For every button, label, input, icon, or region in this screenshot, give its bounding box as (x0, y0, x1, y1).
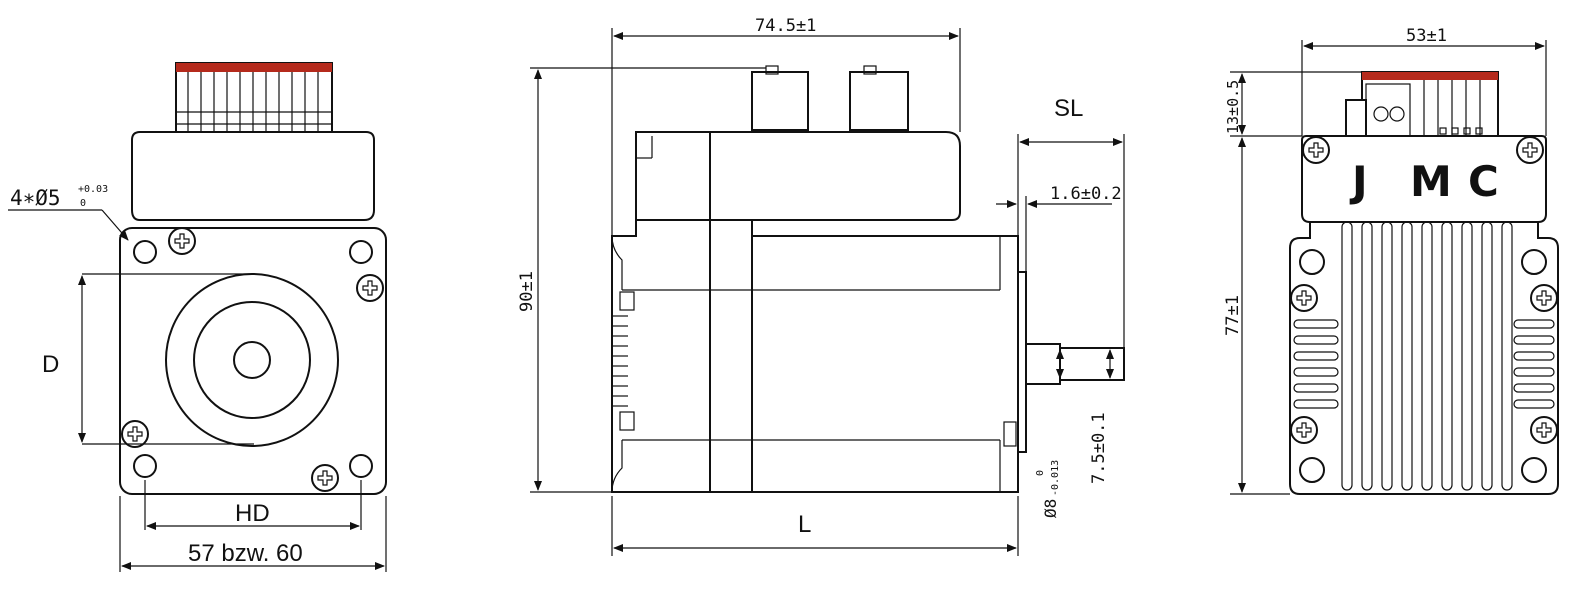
dim-flange: 1.6±0.2 (1050, 184, 1122, 204)
side-shaft (1059, 347, 1125, 381)
mount-hole (349, 454, 373, 478)
mount-hole (133, 454, 157, 478)
label-width: 57 bzw. 60 (188, 540, 303, 567)
back-connector-red-strip (1362, 72, 1498, 80)
back-dim-width: 53±1 (1406, 26, 1447, 46)
screw-icon (1530, 284, 1558, 312)
dim-length-top: 74.5±1 (755, 16, 816, 36)
mount-hole (133, 240, 157, 264)
back-dim-connector: 13±0.5 (1224, 80, 1242, 134)
screw-icon (1530, 416, 1558, 444)
screw-icon (168, 227, 196, 255)
heatsink-fins (1293, 221, 1555, 491)
dim-flat: 7.5±0.1 (1089, 412, 1109, 484)
front-flange (119, 227, 387, 495)
dim-shaft-tol-lower: -0.013 (1050, 460, 1061, 496)
screw-icon (1290, 416, 1318, 444)
side-shaft-base (1025, 343, 1061, 385)
label-hd: HD (235, 500, 270, 527)
side-view: 74.5±1 90±1 SL 1.6±0.2 7.5±0.1 Ø8 0 -0.0… (517, 16, 1125, 556)
screw-icon (1290, 284, 1318, 312)
screw-icon (1302, 136, 1330, 164)
hole-spec-tol-upper: +0.03 (78, 184, 108, 195)
back-dim-height: 77±1 (1223, 295, 1243, 336)
screw-icon (121, 420, 149, 448)
logo-letter-c: C (1468, 157, 1499, 206)
mount-hole (1299, 457, 1325, 483)
hole-spec-tol-lower: 0 (80, 198, 86, 209)
front-connector (175, 62, 333, 138)
back-connector (1361, 71, 1499, 139)
side-flange-plate (1017, 271, 1027, 453)
back-heatsink-body (1289, 221, 1559, 495)
front-shaft (233, 341, 271, 379)
label-l: L (798, 511, 811, 538)
screw-icon (1516, 136, 1544, 164)
front-driver-housing (131, 131, 375, 221)
mount-hole (1521, 457, 1547, 483)
mount-hole (349, 240, 373, 264)
back-driver-housing (1301, 135, 1547, 223)
front-pilot-inner (193, 301, 311, 419)
side-connector-1 (751, 71, 809, 131)
back-view: J M C (1223, 26, 1559, 495)
label-d: D (42, 351, 59, 378)
hole-spec-main: 4∗Ø5 (10, 186, 61, 210)
screw-icon (311, 464, 339, 492)
mount-hole (1299, 249, 1325, 275)
screw-icon (356, 274, 384, 302)
mount-hole (1521, 249, 1547, 275)
dim-height: 90±1 (517, 271, 537, 312)
label-sl: SL (1054, 95, 1083, 122)
side-driver-housing (635, 131, 961, 237)
dim-shaft-tol-upper: 0 (1035, 470, 1046, 476)
front-view: 4∗Ø5 +0.03 0 D HD 57 bzw. 60 (8, 62, 387, 572)
side-motor-body (611, 219, 1019, 493)
logo-letter-j: J (1349, 157, 1368, 206)
dim-shaft-main: Ø8 (1041, 499, 1060, 518)
side-connector-2 (849, 71, 909, 131)
connector-red-strip (176, 63, 332, 72)
logo-letter-m: M (1410, 157, 1452, 206)
